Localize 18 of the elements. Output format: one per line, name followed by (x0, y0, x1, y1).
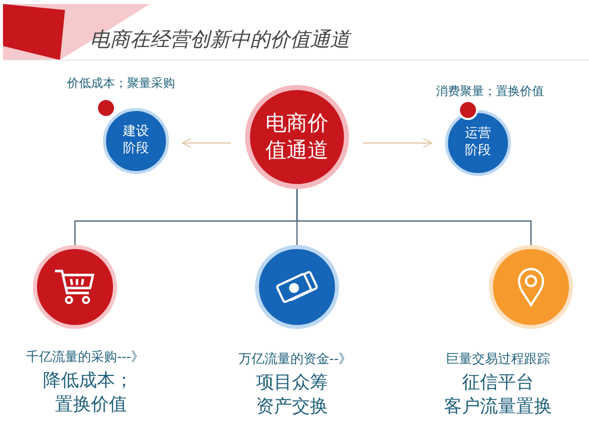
value-text: 客户流量置换 (444, 395, 552, 418)
value-text: 项目众筹 (256, 371, 328, 394)
value-text: 降低成本； (43, 369, 133, 392)
value-text: 资产交换 (256, 395, 328, 418)
connector-line (296, 189, 532, 245)
stage-circle: 建设阶段 (103, 108, 169, 174)
caption-text: 消费聚量；置换价值 (436, 83, 544, 100)
arrow (363, 138, 432, 148)
center-circle: 电商价值通道 (245, 85, 349, 189)
value-text: 置换价值 (55, 393, 127, 416)
caption-text: 千亿流量的采购---》 (26, 349, 144, 366)
caption-text: 万亿流量的资金--》 (238, 351, 352, 368)
arrow (182, 138, 231, 148)
title: 电商在经营创新中的价值通道 (90, 26, 350, 53)
caption-text: 巨量交易过程跟踪 (446, 351, 550, 368)
value-text: 征信平台 (462, 371, 534, 394)
caption-text: 价低成本；聚量采购 (67, 75, 175, 92)
stage-circle: 运营阶段 (445, 110, 511, 176)
